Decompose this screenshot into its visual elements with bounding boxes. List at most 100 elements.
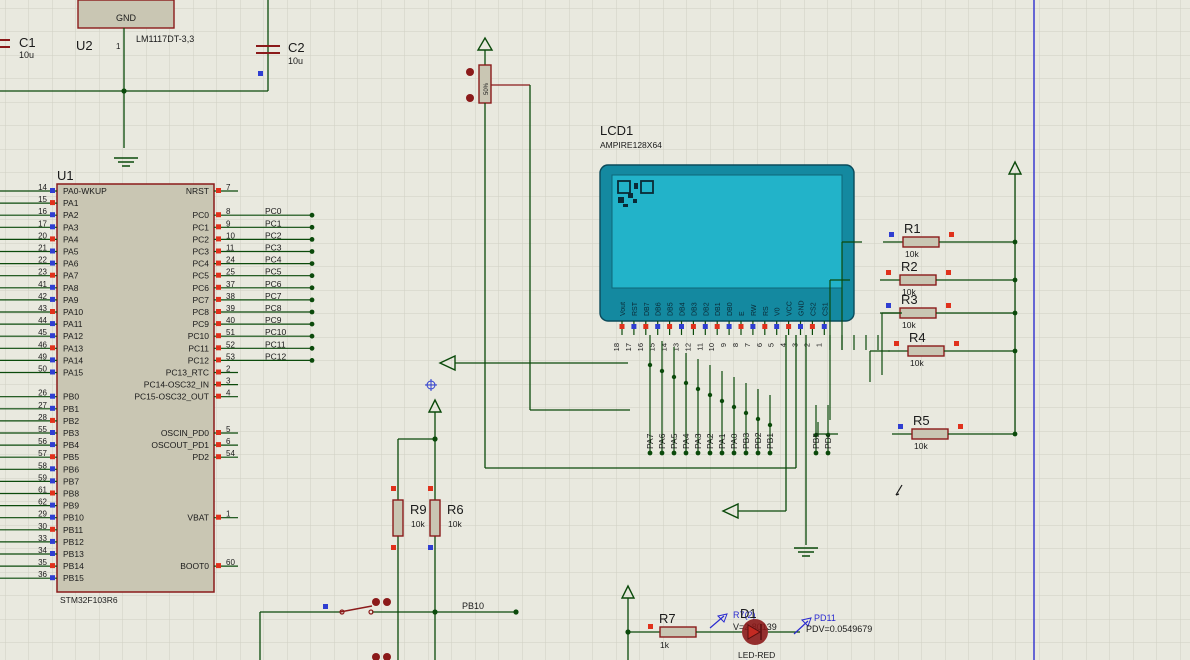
u1-pin-number: 54 (226, 449, 235, 458)
net-terminal (309, 358, 315, 363)
u1-pin-label: PC4 (192, 259, 209, 269)
pin-marker (216, 369, 221, 375)
push-button[interactable] (372, 653, 391, 660)
lcd-pin-label: Vout (620, 302, 627, 316)
u1-body[interactable] (56, 183, 215, 593)
u1-pin-number: 33 (38, 534, 47, 543)
led-d1[interactable] (742, 619, 768, 645)
pin-marker (50, 212, 55, 218)
net-label: PC4 (265, 255, 282, 265)
u1-pin-label: PC3 (192, 247, 209, 257)
u1-pin-label: PA13 (63, 343, 83, 353)
r7-body[interactable] (659, 626, 697, 638)
lcd-pin-label: GND (799, 300, 806, 316)
lcd-pin-number: 17 (624, 343, 633, 351)
u1-pin-number: 17 (38, 219, 47, 228)
probe-pd11-value: PDV=0.0549679 (806, 624, 872, 634)
pin-marker (216, 284, 221, 290)
lcd-pin-number: 13 (672, 343, 681, 351)
ground-symbol[interactable] (114, 157, 138, 167)
junction-dot (1012, 277, 1018, 283)
junction-dot (755, 416, 761, 422)
resistor-body[interactable] (907, 345, 945, 357)
net-terminal (309, 297, 315, 303)
resistor-body[interactable] (899, 307, 937, 319)
r6-body[interactable] (429, 499, 441, 537)
u1-pin-number: 35 (38, 558, 47, 567)
voltage-probe-icon[interactable] (793, 617, 812, 635)
net-label: PC10 (265, 327, 287, 337)
pencil-cursor-icon (895, 484, 903, 496)
lcd-module[interactable]: LCD1 AMPIRE128X64 Vout18RST17DB716DB615D… (599, 123, 855, 456)
pin-marker (216, 236, 221, 242)
u1-pin-number: 51 (226, 328, 235, 337)
pin-marker (821, 324, 827, 329)
lcd-pin-number: 18 (612, 343, 621, 351)
ground-symbol[interactable] (794, 547, 818, 557)
net-terminal (309, 224, 315, 230)
u1-pin-number: 42 (38, 292, 47, 301)
u1-pin-number: 10 (226, 231, 235, 240)
lcd-pin-label: DB5 (668, 302, 675, 316)
pin-marker (50, 248, 55, 254)
bus-label: PA3 (693, 433, 703, 449)
lcd-pin-label: DB0 (727, 302, 734, 316)
d1-type: LED-RED (738, 650, 775, 660)
net-terminal (731, 450, 737, 456)
c1-value: 10u (19, 50, 34, 60)
u1-pin-label: PA7 (63, 271, 79, 281)
regulator-gnd-label: GND (116, 13, 137, 23)
pin-marker (50, 393, 55, 399)
u1-pin-number: 62 (38, 498, 47, 507)
pot-increment-button[interactable] (466, 68, 474, 76)
resistor-body[interactable] (902, 236, 940, 248)
u1-pin-number: 14 (38, 183, 47, 192)
u1-pin-number: 1 (226, 510, 231, 519)
u1-pin-number: 7 (226, 183, 231, 192)
net-terminal (309, 273, 315, 279)
voltage-probe-icon[interactable] (709, 613, 728, 629)
pin-marker (50, 575, 55, 581)
pin-marker (50, 538, 55, 544)
u1-pin-label: PC0 (192, 210, 209, 220)
pot-decrement-button[interactable] (466, 94, 474, 102)
u1-pin-label: PC14-OSC32_IN (144, 380, 209, 390)
potentiometer[interactable]: 50% (466, 36, 796, 469)
resistor-body[interactable] (911, 428, 949, 440)
lcd-pins: Vout18RST17DB716DB615DB514DB413DB312DB21… (612, 300, 829, 351)
u1-pin-number: 55 (38, 425, 47, 434)
pin-marker (655, 324, 661, 329)
pin-marker (50, 430, 55, 435)
net-terminal (309, 212, 315, 218)
pin-marker (667, 324, 673, 329)
pin-marker (216, 393, 221, 399)
lcd-pin-number: 1 (814, 343, 823, 347)
lcd-pin-number: 8 (731, 343, 740, 347)
u1-pin-label: PB3 (63, 428, 79, 438)
u1-pin-label: PA9 (63, 295, 79, 305)
pin-marker (679, 324, 684, 329)
probe-pd11-name: PD11 (814, 613, 836, 623)
junction-dot (695, 386, 701, 392)
r9-body[interactable] (392, 499, 404, 537)
pin-marker (50, 405, 55, 411)
u1-pin-number: 27 (38, 401, 47, 410)
lcd-pin-number: 4 (779, 343, 788, 347)
r6-name: R6 (447, 502, 464, 517)
u1-pin-label: PC10 (188, 331, 210, 341)
resistor-body[interactable] (899, 274, 937, 286)
pin-marker (631, 324, 637, 329)
button-section: R9 10k R6 10k PB10 (259, 379, 519, 660)
net-label: PC2 (265, 230, 282, 240)
net-terminal (683, 450, 689, 456)
push-button[interactable] (339, 598, 391, 615)
net-label: PC5 (265, 267, 282, 277)
resistor-name: R2 (901, 259, 918, 274)
junction-dot (719, 398, 725, 404)
r6-value: 10k (448, 519, 462, 529)
u1-pin-label: PA10 (63, 307, 83, 317)
lcd-pin-label: VCC (787, 301, 794, 316)
regulator-body[interactable] (77, 0, 175, 29)
u1-pin-number: 25 (226, 268, 235, 277)
